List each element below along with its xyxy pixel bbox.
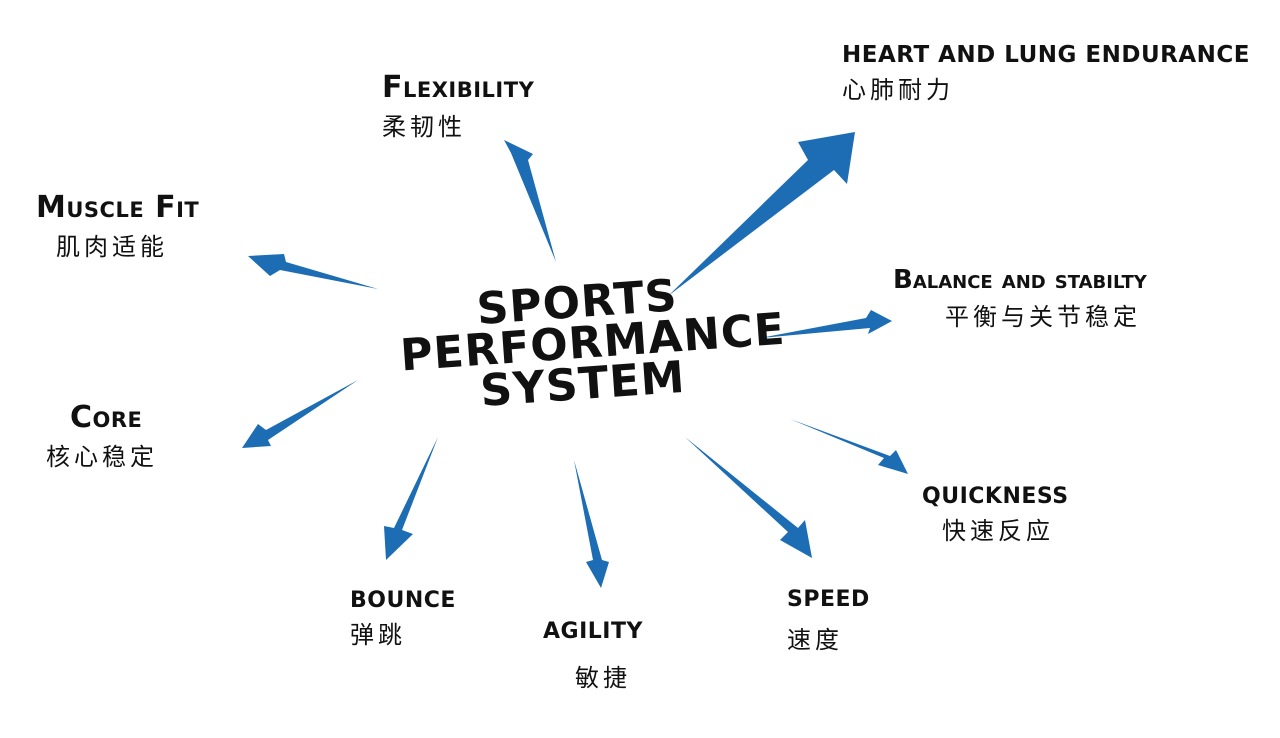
node-speed-en: SPEED <box>787 587 870 612</box>
node-muscle-fit: Muscle Fit 肌肉适能 <box>36 190 199 262</box>
node-muscle-fit-en: Muscle Fit <box>36 190 200 225</box>
node-balance-zh: 平衡与关节稳定 <box>945 303 1141 331</box>
arrow-heart-lung <box>668 132 855 296</box>
center-title: SPORTS PERFORMANCE SYSTEM <box>396 270 787 418</box>
arrow-flexibility <box>504 140 556 262</box>
node-core-zh: 核心稳定 <box>46 443 158 471</box>
node-bounce: BOUNCE 弹跳 <box>350 588 456 650</box>
node-muscle-fit-zh: 肌肉适能 <box>56 233 168 261</box>
node-heart-lung-zh: 心肺耐力 <box>842 76 954 104</box>
node-core: Core 核心稳定 <box>46 400 158 472</box>
node-quickness: QUICKNESS 快速反应 <box>922 484 1069 546</box>
node-agility: AGILITY 敏捷 <box>543 619 643 693</box>
node-quickness-zh: 快速反应 <box>942 517 1054 545</box>
node-speed-zh: 速度 <box>787 626 843 654</box>
arrow-balance <box>760 310 892 338</box>
node-flexibility-en: Flexibility <box>382 70 535 105</box>
node-flexibility-zh: 柔韧性 <box>382 113 466 141</box>
node-heart-lung: HEART AND LUNG ENDURANCE 心肺耐力 <box>842 42 1250 105</box>
node-agility-zh: 敏捷 <box>575 664 631 692</box>
node-quickness-en: QUICKNESS <box>922 484 1069 509</box>
node-bounce-zh: 弹跳 <box>350 621 406 649</box>
node-balance-en: Balance and stabilty <box>893 265 1147 295</box>
arrow-core <box>242 380 358 448</box>
node-flexibility: Flexibility 柔韧性 <box>382 70 534 142</box>
node-balance: Balance and stabilty 平衡与关节稳定 <box>893 265 1147 332</box>
node-bounce-en: BOUNCE <box>350 588 456 613</box>
node-heart-lung-en: HEART AND LUNG ENDURANCE <box>842 42 1251 68</box>
arrow-speed <box>685 437 812 558</box>
arrow-quickness <box>790 419 908 474</box>
node-agility-en: AGILITY <box>543 619 643 644</box>
node-speed: SPEED 速度 <box>787 587 870 655</box>
arrow-muscle-fit <box>248 254 378 289</box>
node-core-en: Core <box>70 400 143 435</box>
arrow-bounce <box>384 437 438 560</box>
arrow-agility <box>574 460 609 588</box>
